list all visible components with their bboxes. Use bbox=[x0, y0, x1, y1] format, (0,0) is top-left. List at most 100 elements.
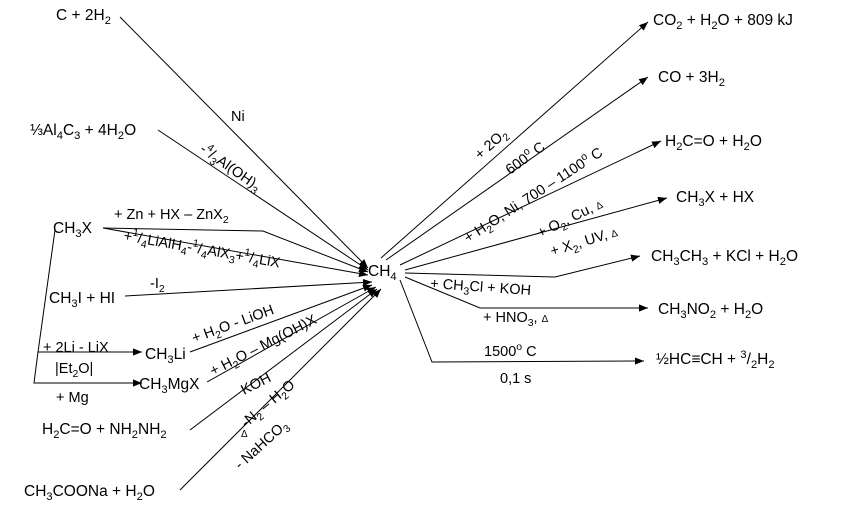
product-halomethane: CH3X + HX bbox=[676, 189, 755, 209]
arrow-to-acetylene bbox=[399, 279, 645, 365]
cond-x2-uv-run-3: Δ bbox=[610, 228, 620, 241]
product-acetylene-run-1: 3 bbox=[740, 349, 746, 361]
arrow-from-ch3li bbox=[189, 284, 373, 353]
arrow-from-ch3i bbox=[124, 278, 373, 297]
cond-lialh4-run-0: + bbox=[122, 228, 133, 245]
cond-li-run-0: + 2Li - LiX bbox=[43, 340, 109, 356]
product-acetylene-run-4: H bbox=[757, 351, 768, 368]
reactant-ch3i-hi-run-0: CH bbox=[49, 290, 71, 307]
product-formaldehyde: H2C=O + H2O bbox=[665, 133, 762, 153]
product-acetylene-run-2: / bbox=[747, 351, 752, 368]
product-nitromethane-run-4: + H bbox=[716, 301, 745, 318]
cond-lialh4-run-14: / bbox=[248, 250, 256, 267]
cond-minus-i2-run-0: -I bbox=[150, 276, 159, 292]
cond-t600-run-2: C bbox=[527, 139, 548, 160]
product-formaldehyde-run-4: O bbox=[750, 133, 762, 150]
reactant-al4c3-run-4: + 4H bbox=[80, 122, 117, 139]
cond-li: + 2Li - LiX bbox=[43, 340, 109, 356]
arrow-to-nitromethane bbox=[404, 276, 648, 312]
reactant-h2co-hydrazine-run-3: 2 bbox=[132, 429, 138, 441]
cond-t600: 600o C bbox=[502, 138, 549, 179]
cond-ch3cl-koh-run-1: 3 bbox=[463, 286, 470, 297]
arrow-from-ch3x-lialh4 bbox=[102, 227, 369, 277]
product-halomethane-run-0: CH bbox=[676, 189, 698, 206]
product-formaldehyde-run-1: 2 bbox=[676, 141, 682, 153]
product-ethane: CH3CH3 + KCl + H2O bbox=[651, 248, 798, 268]
cond-mg: + Mg bbox=[56, 390, 89, 406]
arrow-from-ch3x-zn bbox=[102, 227, 369, 273]
cond-zn-hx-run-1: 2 bbox=[223, 215, 229, 226]
product-nitromethane-run-1: 3 bbox=[680, 309, 686, 321]
arrow-from-h2co bbox=[189, 288, 378, 431]
product-combustion-run-0: CO bbox=[653, 12, 676, 29]
reactant-h2co-hydrazine-run-4: NH bbox=[138, 421, 160, 438]
cond-n2-h2o: -N2 – H2O bbox=[238, 377, 300, 433]
product-ethane-run-1: 3 bbox=[673, 256, 679, 268]
product-nitromethane-run-3: 2 bbox=[710, 309, 716, 321]
cond-al-oh3-run-5: 3 bbox=[248, 185, 259, 197]
product-ethane-run-6: O bbox=[786, 248, 798, 265]
product-combustion-run-2: + H bbox=[682, 12, 711, 29]
reactant-ch3coona-run-2: COONa + H bbox=[53, 483, 137, 500]
cond-lialh4-run-16: LiX bbox=[258, 252, 282, 271]
cond-o2-run-1: 2 bbox=[501, 132, 513, 144]
cond-steam-run-3: o bbox=[579, 151, 590, 163]
reactant-ch3x: CH3X bbox=[53, 220, 93, 240]
cond-al-oh3-run-4: Al(OH) bbox=[213, 153, 258, 192]
cond-n2-h2o-run-3: 2 bbox=[280, 390, 292, 402]
reactant-ch3coona: CH3COONa + H2O bbox=[24, 483, 155, 503]
cond-hno3-run-1: 3 bbox=[528, 318, 534, 329]
product-nitromethane-run-6: O bbox=[751, 301, 763, 318]
center-methane-label: CH bbox=[368, 263, 390, 280]
center-methane-sub: 4 bbox=[390, 271, 396, 283]
cond-mg-run-0: + Mg bbox=[56, 390, 89, 406]
product-ethane-run-3: 3 bbox=[702, 256, 708, 268]
cond-lialh4-run-13: 1 bbox=[244, 247, 252, 259]
cond-ch3cl-koh-run-0: + CH bbox=[430, 276, 464, 294]
product-nitromethane-run-5: 2 bbox=[745, 309, 751, 321]
product-formaldehyde-run-0: H bbox=[665, 133, 676, 150]
cond-hno3-run-3: Δ bbox=[542, 314, 549, 325]
product-halomethane-run-2: X + HX bbox=[705, 189, 755, 206]
cond-n2-h2o-run-1: 2 bbox=[255, 411, 267, 423]
reactant-h2co-hydrazine-run-0: H bbox=[42, 421, 53, 438]
arrow-from-al4c3 bbox=[157, 129, 369, 271]
cond-al-oh3-run-1: 4 bbox=[205, 142, 216, 154]
cond-time: 0,1 s bbox=[500, 371, 531, 387]
cond-lialh4-run-8: / bbox=[196, 241, 204, 258]
arrow-to-halomethane bbox=[404, 196, 668, 271]
product-syngas-run-0: CO + 3H bbox=[658, 69, 719, 86]
product-ethane-run-2: CH bbox=[680, 248, 702, 265]
cond-nahco3: - NaHCO3 bbox=[232, 417, 293, 475]
cond-lialh4-run-7: 1 bbox=[192, 238, 200, 250]
cond-h2o-mgohx-run-0: + H bbox=[208, 355, 236, 380]
reactant-c-h2-run-0: C + 2H bbox=[56, 7, 105, 24]
cond-o2-cu-run-1: 2 bbox=[560, 221, 570, 234]
center-methane: CH4 bbox=[368, 263, 397, 283]
cond-ch3cl-koh-run-2: Cl + KOH bbox=[469, 279, 532, 299]
cond-lialh4-run-15: 4 bbox=[252, 259, 260, 271]
cond-ch3cl-koh: + CH3Cl + KOH bbox=[430, 276, 532, 302]
product-combustion: CO2 + H2O + 809 kJ bbox=[653, 12, 793, 32]
cond-h2o-lioh-run-1: 2 bbox=[214, 329, 223, 341]
cond-minus-i2: -I2 bbox=[150, 276, 165, 295]
reactant-h2co-hydrazine-run-1: 2 bbox=[53, 429, 59, 441]
reactant-ch3i-hi-run-2: I + HI bbox=[78, 290, 115, 307]
arrow-to-ethane bbox=[404, 254, 641, 278]
cond-h2o-lioh-run-0: + H bbox=[190, 324, 217, 347]
cond-al-oh3-run-3: 3 bbox=[207, 156, 218, 168]
cond-h2o-lioh-run-2: O - LiOH bbox=[217, 302, 276, 337]
product-syngas-run-1: 2 bbox=[719, 77, 725, 89]
reactant-ch3coona-run-0: CH bbox=[24, 483, 46, 500]
cond-steam-run-1: 2 bbox=[485, 224, 496, 236]
arrow-from-ch3coona bbox=[179, 288, 382, 491]
cond-t600-run-1: o bbox=[521, 146, 532, 158]
reactant-al4c3-run-0: ⅓Al bbox=[30, 122, 57, 139]
cond-lialh4-run-11: 3 bbox=[228, 255, 236, 267]
cond-hno3-run-2: , bbox=[534, 310, 542, 326]
cond-x2-uv-run-2: , UV, bbox=[575, 226, 613, 252]
cond-minus-i2-run-1: 2 bbox=[159, 284, 165, 295]
cond-h2o-mgohx-run-1: 2 bbox=[232, 359, 242, 372]
cond-hno3-run-0: + HNO bbox=[483, 310, 528, 326]
reactant-h2co-hydrazine-run-2: C=O + NH bbox=[59, 421, 131, 438]
